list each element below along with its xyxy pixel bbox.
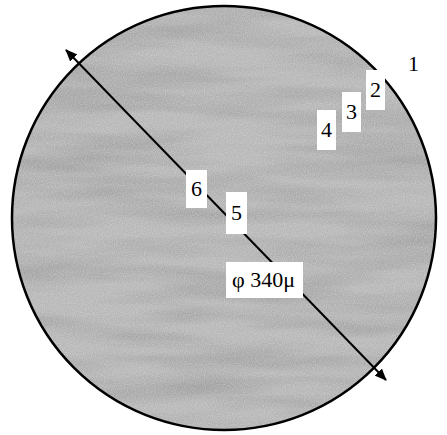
dimension-label: φ 340μ — [226, 262, 303, 298]
callout-number: 4 — [317, 110, 336, 150]
callout-number: 1 — [404, 44, 423, 84]
callout-number: 6 — [186, 170, 207, 208]
field-outline — [12, 6, 436, 430]
diameter-arrow — [66, 50, 386, 380]
callout-number: 2 — [366, 70, 385, 110]
callout-number: 3 — [342, 92, 361, 132]
callout-number: 5 — [226, 192, 247, 234]
